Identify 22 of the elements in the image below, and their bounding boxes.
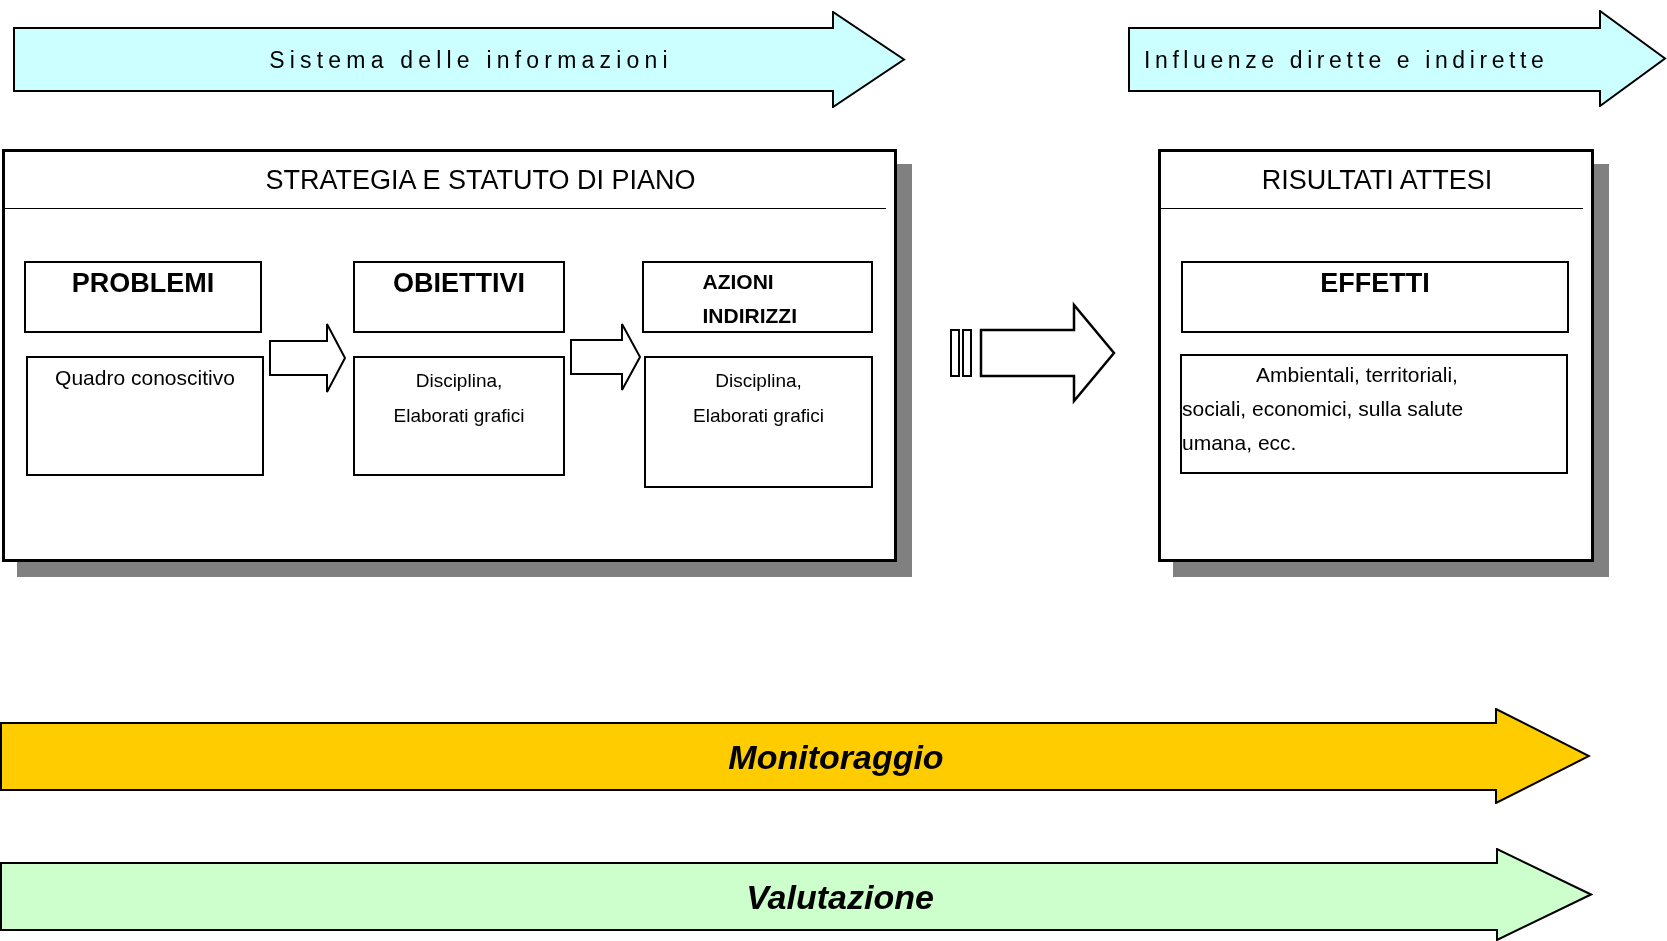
panel-title: STRATEGIA E STATUTO DI PIANO <box>265 164 696 196</box>
box-title: PROBLEMI <box>71 268 215 299</box>
heading-box <box>1181 261 1569 333</box>
box-text: Ambientali, territoriali, sociali, economici, sulla salute umana, ecc. <box>1182 362 1465 456</box>
box-text: Quadro conoscitivo <box>55 366 235 390</box>
box-title: OBIETTIVI <box>393 268 525 299</box>
content-box <box>1180 354 1568 474</box>
banner-label: Monitoraggio <box>728 737 944 776</box>
box-title: EFFETTI <box>1320 268 1430 299</box>
banner-label: Sistema delle informazioni <box>269 46 673 73</box>
box-title: AZIONI INDIRIZZI <box>702 269 798 329</box>
heading-box <box>642 261 873 333</box>
content-box <box>26 356 264 476</box>
box-text: Disciplina, Elaborati grafici <box>692 369 825 428</box>
content-box <box>644 356 873 488</box>
box-text: Disciplina, Elaborati grafici <box>392 369 526 428</box>
content-box <box>353 356 565 476</box>
panel-title: RISULTATI ATTESI <box>1261 164 1493 196</box>
banner-label: Valutazione <box>746 877 934 916</box>
heading-box <box>24 261 262 333</box>
banner-label: Influenze dirette e indirette <box>1144 46 1549 73</box>
heading-box <box>353 261 565 333</box>
